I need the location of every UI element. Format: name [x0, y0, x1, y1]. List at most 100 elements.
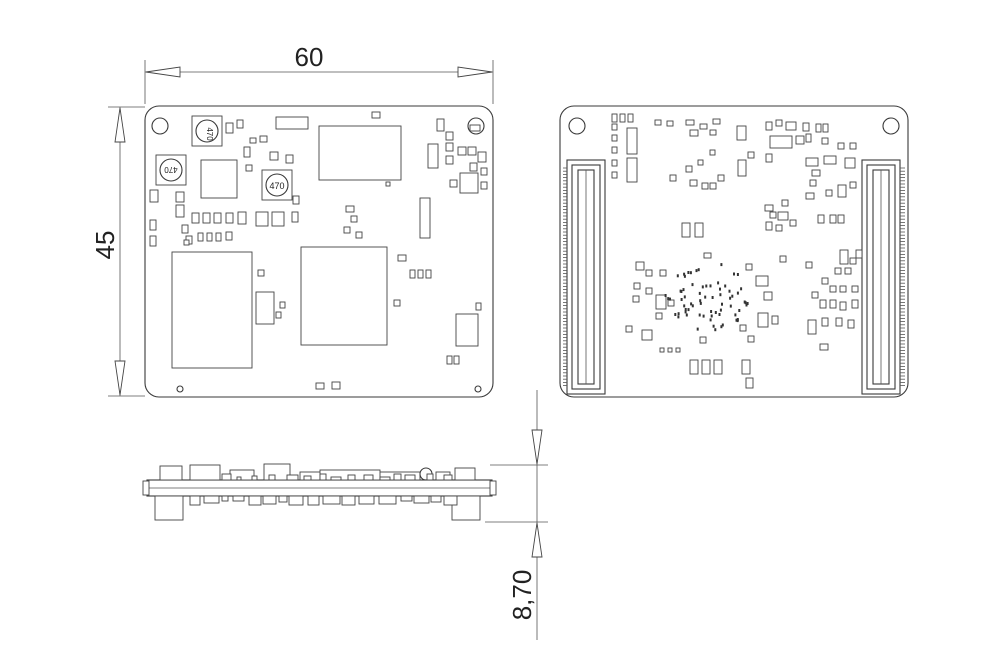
- component: [449, 179, 458, 188]
- bga-ball: [701, 285, 704, 289]
- flash-chip: [318, 125, 402, 181]
- mounting-hole: [568, 117, 586, 135]
- component: [737, 159, 747, 177]
- bga-ball: [690, 302, 693, 306]
- component: [681, 222, 691, 238]
- component: [400, 495, 413, 502]
- component: [757, 312, 769, 328]
- component: [417, 269, 424, 279]
- bga-ball: [687, 308, 690, 312]
- component: [641, 329, 653, 341]
- memory-chip: [171, 251, 253, 369]
- top-board-outline: [144, 105, 494, 398]
- component: [747, 151, 755, 159]
- small-ic: [255, 291, 275, 325]
- bga-ball: [712, 324, 715, 328]
- component: [632, 295, 640, 303]
- component: [817, 214, 825, 224]
- component: [393, 299, 401, 307]
- component: [777, 211, 789, 221]
- component: [251, 475, 258, 481]
- component: [413, 495, 430, 504]
- mounting-hole: [151, 117, 169, 135]
- component: [741, 359, 751, 375]
- component: [330, 476, 342, 481]
- component: [611, 123, 618, 131]
- bga-ball: [746, 302, 749, 305]
- bga-ball: [679, 289, 682, 293]
- component: [225, 212, 234, 224]
- bga-ball: [676, 274, 679, 278]
- component: [225, 231, 233, 241]
- component: [480, 181, 488, 190]
- bga-ball: [719, 308, 722, 312]
- bga-ball: [740, 287, 743, 291]
- component: [795, 135, 805, 145]
- bga-ball-pattern: [664, 263, 749, 332]
- component: [409, 269, 416, 279]
- component: [426, 473, 434, 481]
- thickness-dimension: 8,70: [485, 390, 548, 640]
- component: [197, 232, 204, 242]
- bga-ball: [677, 312, 680, 316]
- component: [225, 122, 234, 134]
- component: [821, 317, 829, 327]
- component: [699, 336, 707, 344]
- component: [445, 155, 454, 165]
- component: [457, 146, 467, 156]
- bga-ball: [733, 272, 735, 276]
- component: [675, 347, 681, 353]
- component: [849, 181, 857, 189]
- bga-ball: [691, 304, 694, 308]
- bga-ball: [696, 327, 699, 331]
- component: [839, 285, 847, 293]
- component: [347, 474, 356, 481]
- bga-ball: [709, 284, 712, 288]
- component: [654, 119, 662, 126]
- component: [712, 118, 721, 125]
- bga-ball: [677, 315, 680, 319]
- component: [477, 151, 487, 163]
- component: [404, 474, 416, 481]
- component: [847, 319, 855, 329]
- component: [611, 146, 618, 154]
- component: [855, 249, 863, 259]
- component: [689, 129, 699, 137]
- side-top-components: [221, 473, 453, 481]
- component: [446, 355, 453, 365]
- component: [358, 495, 375, 505]
- component: [475, 302, 482, 311]
- component: [819, 299, 827, 309]
- component: [385, 181, 391, 187]
- led: [275, 116, 309, 130]
- component: [747, 335, 755, 343]
- bga-ball: [735, 318, 738, 322]
- component: [236, 476, 242, 481]
- component: [213, 212, 222, 224]
- component: [202, 212, 211, 224]
- bga-ball: [724, 284, 727, 288]
- bga-ball: [685, 313, 688, 317]
- component: [363, 474, 374, 481]
- connector-pins: [563, 167, 905, 387]
- component: [430, 495, 442, 503]
- crystal: [419, 197, 431, 239]
- processor-chip: [300, 246, 388, 346]
- component: [697, 159, 704, 166]
- component: [480, 167, 488, 176]
- component: [781, 199, 789, 207]
- component: [839, 301, 847, 311]
- component: [183, 239, 190, 246]
- bga-ball: [714, 311, 717, 314]
- component: [149, 235, 157, 247]
- component: [397, 254, 407, 262]
- component: [245, 164, 253, 172]
- bga-ball: [674, 313, 677, 316]
- component: [149, 189, 159, 203]
- component: [763, 291, 773, 301]
- component: [322, 495, 341, 505]
- thickness-label: 8,70: [507, 570, 537, 621]
- component: [769, 211, 777, 219]
- bga-ball: [718, 313, 721, 316]
